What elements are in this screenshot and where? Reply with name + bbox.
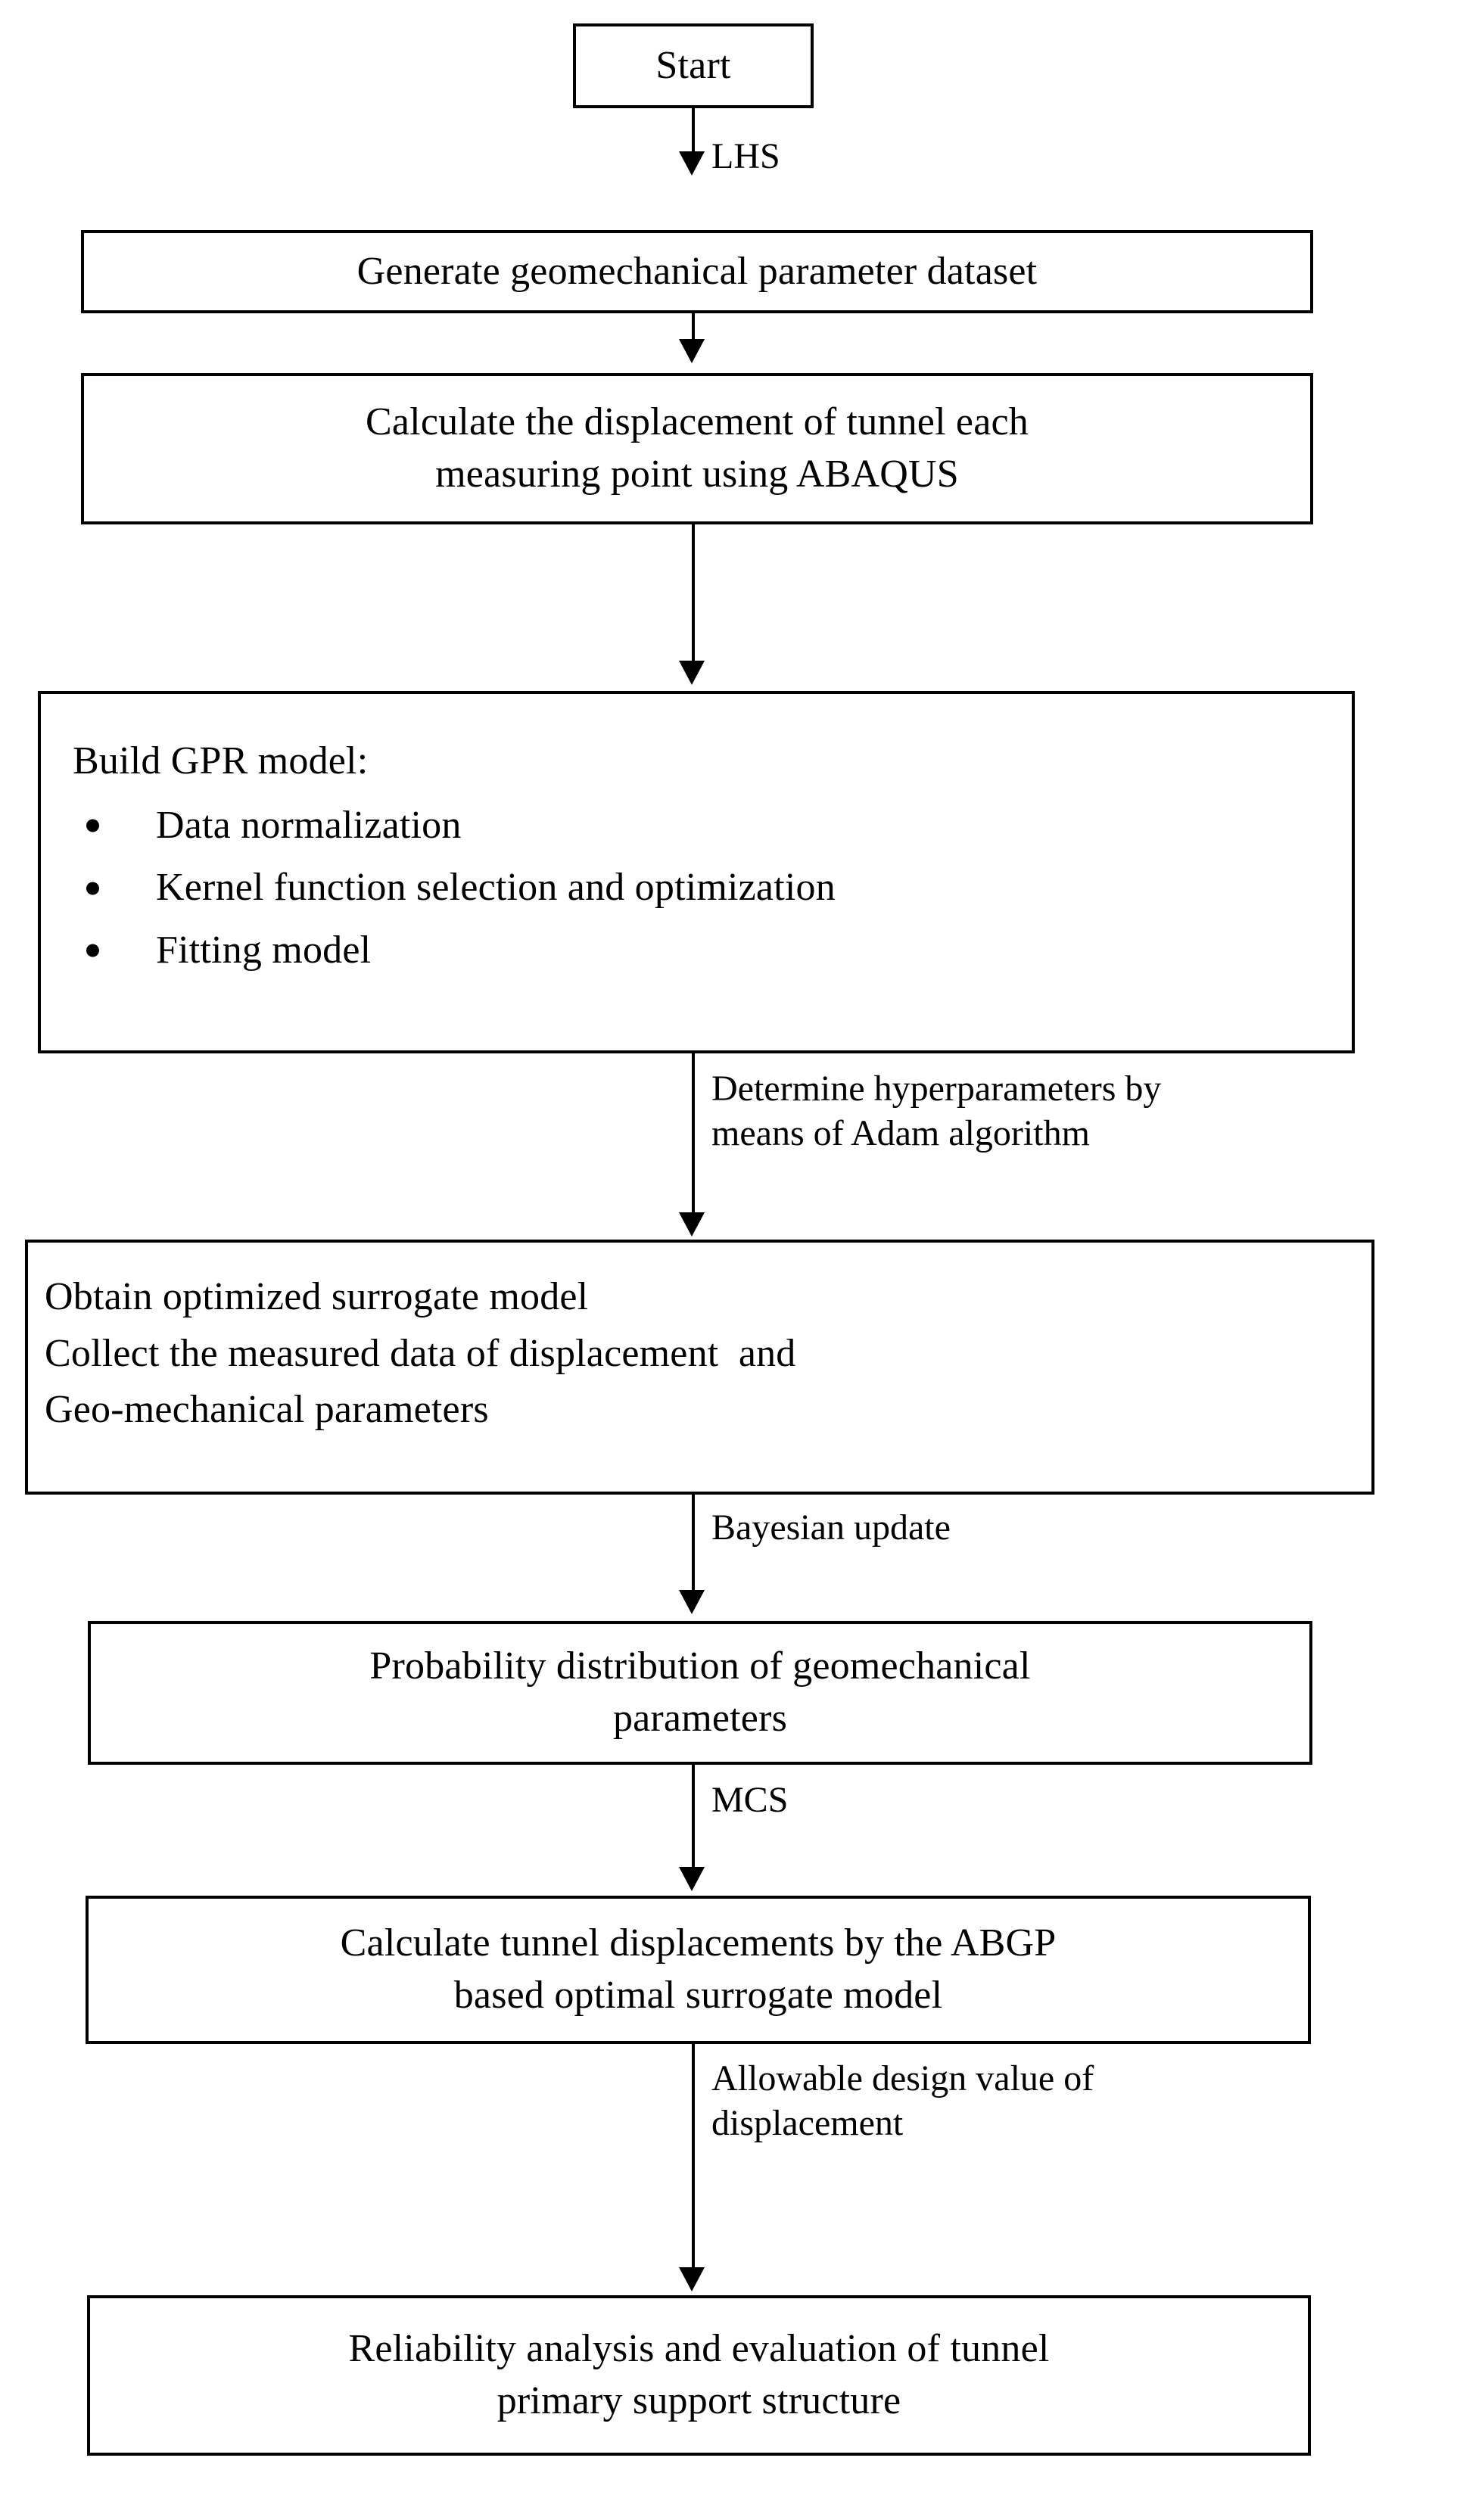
gpr-bullet-list: Data normalization Kernel function selec… <box>73 800 836 977</box>
edge-label-allowable-design-value: Allowable design value of displacement <box>711 2058 1094 2143</box>
connector-probability-to-abgp <box>692 1765 695 1871</box>
obtain-line: Geo-mechanical parameters <box>45 1388 489 1432</box>
node-generate-dataset-label: Generate geomechanical parameter dataset <box>356 249 1038 293</box>
obtain-line: Collect the measured data of displacemen… <box>45 1331 796 1375</box>
node-calculate-abgp-label: Calculate tunnel displacements by the AB… <box>340 1921 1057 2017</box>
bullet-dot-icon <box>86 944 99 957</box>
node-obtain-surrogate-model[interactable]: Obtain optimized surrogate model Collect… <box>25 1240 1374 1495</box>
edge-label-mcs: MCS <box>711 1780 789 1820</box>
gpr-bullet-label: Kernel function selection and optimizati… <box>156 866 836 910</box>
connector-gpr-to-obtain <box>692 1053 695 1216</box>
node-build-gpr-model[interactable]: Build GPR model: Data normalization Kern… <box>38 691 1355 1053</box>
edge-label-adam-algorithm: Determine hyperparameters by means of Ad… <box>711 1069 1162 1153</box>
node-start-label: Start <box>655 43 731 87</box>
edge-label-lhs: LHS <box>711 136 780 176</box>
node-calculate-abgp[interactable]: Calculate tunnel displacements by the AB… <box>86 1896 1311 2044</box>
edge-label-bayesian-update: Bayesian update <box>711 1507 951 1548</box>
connector-start-to-generate <box>692 108 695 157</box>
connector-abgp-to-reliability <box>692 2044 695 2271</box>
node-reliability-analysis[interactable]: Reliability analysis and evaluation of t… <box>87 2295 1311 2456</box>
connector-obtain-to-probability <box>692 1495 695 1593</box>
node-probability-distribution[interactable]: Probability distribution of geomechanica… <box>88 1621 1312 1765</box>
obtain-body: Obtain optimized surrogate model Collect… <box>28 1243 796 1441</box>
arrowhead-gpr-to-obtain <box>679 1212 705 1237</box>
gpr-bullet-label: Fitting model <box>156 928 372 972</box>
node-reliability-analysis-label: Reliability analysis and evaluation of t… <box>348 2327 1050 2422</box>
gpr-bullet-label: Data normalization <box>156 803 462 847</box>
node-calculate-abaqus-label: Calculate the displacement of tunnel eac… <box>366 400 1029 496</box>
arrowhead-generate-to-abaqus <box>679 339 705 363</box>
arrowhead-start-to-generate <box>679 151 705 176</box>
bullet-dot-icon <box>86 882 99 895</box>
bullet-dot-icon <box>86 819 99 832</box>
arrowhead-abgp-to-reliability <box>679 2267 705 2291</box>
node-build-gpr-model-title: Build GPR model: <box>73 739 369 782</box>
obtain-line: Obtain optimized surrogate model <box>45 1275 589 1318</box>
connector-generate-to-abaqus <box>692 313 695 344</box>
arrowhead-abaqus-to-gpr <box>679 661 705 685</box>
list-item: Data normalization <box>73 800 836 852</box>
node-calculate-abaqus[interactable]: Calculate the displacement of tunnel eac… <box>81 373 1313 524</box>
node-start[interactable]: Start <box>573 23 814 108</box>
arrowhead-obtain-to-probability <box>679 1590 705 1614</box>
arrowhead-probability-to-abgp <box>679 1867 705 1891</box>
node-probability-distribution-label: Probability distribution of geomechanica… <box>369 1644 1031 1740</box>
list-item: Kernel function selection and optimizati… <box>73 862 836 914</box>
list-item: Fitting model <box>73 925 836 977</box>
connector-abaqus-to-gpr <box>692 524 695 664</box>
gpr-body: Build GPR model: Data normalization Kern… <box>41 694 836 988</box>
node-generate-dataset[interactable]: Generate geomechanical parameter dataset <box>81 230 1313 313</box>
